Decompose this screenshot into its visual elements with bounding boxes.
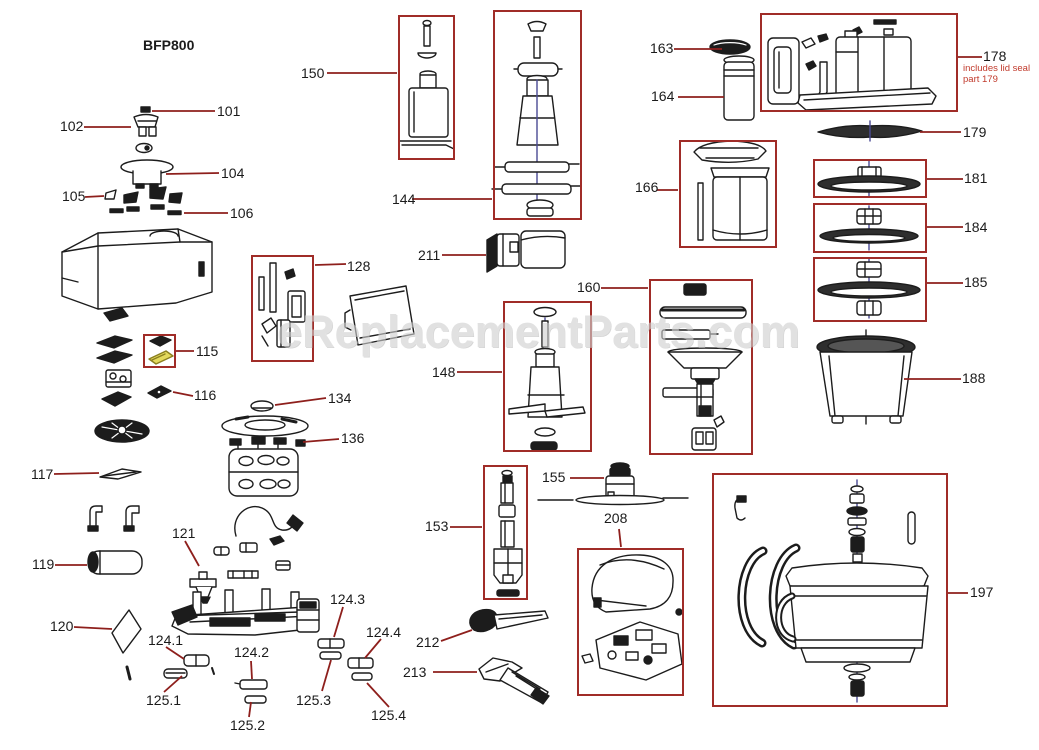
part-screw-101 <box>140 106 151 113</box>
leader-line-117 <box>53 472 100 475</box>
parts-136-row <box>229 436 306 447</box>
part-clip-116 <box>147 385 172 399</box>
leader-line-125.2 <box>248 701 252 718</box>
watermark-text: eReplacementParts.com <box>277 306 800 357</box>
part-motor-housing <box>61 228 213 310</box>
part-pushers-211 <box>486 230 566 273</box>
part-roller-119 <box>87 550 143 575</box>
part-lid-platter <box>221 415 309 437</box>
part-chute-sleeve <box>344 285 415 346</box>
part-base-assembly <box>171 588 320 636</box>
parts-small-clips <box>213 535 291 579</box>
part-blade-assembly-144 <box>491 20 582 217</box>
leader-line-120 <box>73 626 113 630</box>
parts-drive-kit-160 <box>659 283 747 451</box>
part-spatula-213 <box>478 657 550 705</box>
leader-line-125.3 <box>321 659 332 692</box>
leader-line-208 <box>618 528 622 548</box>
leader-line-125.1 <box>163 675 183 693</box>
part-container-166 <box>693 140 770 241</box>
leader-line-124.1 <box>165 646 185 660</box>
part-cup-164 <box>723 55 755 121</box>
diagram-title: BFP800 <box>143 37 195 53</box>
parts-lid-assembly-178 <box>767 19 937 111</box>
part-cap-102 <box>133 113 159 154</box>
part-pad-120 <box>111 609 142 654</box>
part-clips-115 <box>148 335 174 365</box>
part-spindle-150 <box>398 19 455 150</box>
part-shaft-153 <box>493 469 523 597</box>
part-lid-seal-179 <box>817 120 923 142</box>
part-blade-117 <box>99 468 142 480</box>
parts-brackets <box>87 505 140 532</box>
part-basket <box>228 442 299 497</box>
leader-line-124.2 <box>250 660 253 680</box>
parts-feet-pads <box>125 638 374 704</box>
leader-line-124.4 <box>364 638 382 659</box>
part-brush-212 <box>469 608 549 633</box>
leader-line-105 <box>84 195 105 198</box>
leader-line-125.4 <box>366 682 390 708</box>
part-power-cord <box>234 505 304 537</box>
leader-line-116 <box>172 391 194 397</box>
parts-bowl-assembly-197 <box>734 479 929 703</box>
parts-gasket-stack <box>94 307 150 443</box>
part-cap-134 <box>250 400 274 412</box>
leader-line-134 <box>274 397 327 406</box>
leader-line-128 <box>314 263 347 266</box>
part-jar-155 <box>537 462 689 506</box>
lid-seal-note-line-1: includes lid seal <box>963 63 1031 74</box>
part-disc-181 <box>817 160 921 197</box>
part-disc-185 <box>817 258 921 319</box>
parts-105-106-hardware <box>104 186 183 216</box>
part-bowl-188 <box>816 329 916 425</box>
part-seal-163 <box>709 39 751 55</box>
leader-line-212 <box>440 629 473 642</box>
part-collar-104 <box>120 159 174 189</box>
leader-line-104 <box>165 172 220 175</box>
leader-line-124.3 <box>333 606 344 638</box>
part-blade-assembly-148 <box>508 306 586 451</box>
part-disc-184 <box>819 205 919 251</box>
part-fitting-121 <box>189 571 217 604</box>
parts-latch-kit-128 <box>258 262 306 348</box>
leader-line-121 <box>184 540 200 567</box>
lid-seal-note-line-2: part 179 <box>963 74 998 85</box>
leader-line-136 <box>302 438 340 443</box>
